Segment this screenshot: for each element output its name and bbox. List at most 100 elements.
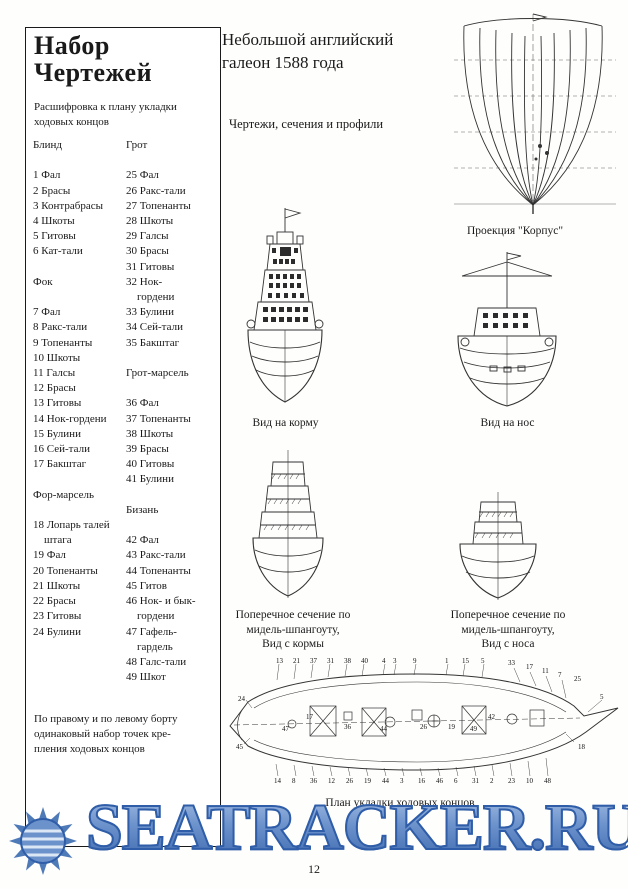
plan-callout-number: 25: [574, 675, 581, 683]
legend-line: 40 Гитовы: [126, 458, 175, 471]
plan-callout-number: 36: [344, 723, 351, 731]
plan-callout-number: 31: [472, 777, 479, 785]
plan-callout-number: 14: [274, 777, 281, 785]
plan-callout-number: 44: [382, 777, 389, 785]
legend-line: 47 Гафель-: [126, 625, 177, 638]
legend-line: 1 Фал: [33, 169, 61, 182]
legend-line: 36 Фал: [126, 397, 159, 410]
legend-line: 31 Гитовы: [126, 260, 175, 273]
hull-caption: Проекция "Корпус": [466, 225, 564, 237]
legend-line: 11 Галсы: [33, 367, 76, 380]
legend-line: 46 Нок- и бык-: [126, 595, 196, 608]
legend-line: 44 Топенанты: [126, 564, 191, 577]
watermark-text: SEATRACKER.RU: [85, 791, 628, 865]
legend-line: [33, 260, 125, 275]
plan-callout-number: 9: [413, 657, 417, 665]
plan-callout-number: 47: [282, 725, 289, 733]
plan-callout-number: 42: [488, 713, 495, 721]
plan-callout-number: 21: [293, 657, 300, 665]
plan-callout-number: 15: [462, 657, 469, 665]
legend-line: 3 Контрабрасы: [33, 199, 104, 212]
legend-line: 12 Брасы: [33, 382, 76, 395]
legend-line: гордени: [126, 291, 175, 304]
plan-callout-number: 10: [526, 777, 533, 785]
legend-line: 43 Ракс-тали: [126, 549, 186, 562]
plan-callout-number: 7: [558, 671, 562, 679]
section-subtitle: Чертежи, сечения и профили: [229, 117, 384, 131]
plan-callout-number: 44: [380, 725, 387, 733]
legend-line: 38 Шкоты: [126, 427, 174, 440]
legend-line: 26 Ракс-тали: [126, 184, 186, 197]
plan-callout-number: 4: [382, 657, 386, 665]
plan-callout-number: 16: [418, 777, 425, 785]
plan-callout-number: 19: [364, 777, 371, 785]
stern-caption: Вид на корму: [252, 417, 319, 429]
legend-line: 32 Нок-: [126, 275, 163, 288]
plan-callout-number: 48: [544, 777, 551, 785]
plan-callout-number: 11: [542, 667, 549, 675]
legend-line: 25 Фал: [126, 169, 159, 182]
legend-line: 22 Брасы: [33, 595, 76, 608]
plan-callout-number: 26: [420, 723, 427, 731]
page-title-line: Небольшой английский: [222, 30, 394, 49]
legend-line: Грот: [126, 139, 148, 151]
legend-subtitle: Расшифровка к плану укладки ходовых концо…: [34, 100, 177, 130]
legend-line: 48 Галс-тали: [126, 655, 187, 668]
legend-line: Блинд: [33, 139, 63, 151]
page-title: Небольшой английский галеон 1588 года: [222, 28, 393, 74]
plan-callout-number: 17: [526, 663, 533, 671]
legend-line: 41 Булини: [126, 473, 174, 486]
legend-line: гордени: [126, 610, 175, 623]
legend-footer-line: пления ходовых концов: [34, 743, 145, 755]
stern-view-drawing: [238, 206, 333, 411]
legend-line: 23 Гитовы: [33, 610, 82, 623]
legend-line: 20 Топенанты: [33, 564, 98, 577]
legend-line: [126, 488, 218, 503]
legend-line: 5 Гитовы: [33, 230, 76, 243]
legend-line: 21 Шкоты: [33, 579, 81, 592]
legend-line: 17 Бакштаг: [33, 458, 87, 471]
legend-line: [126, 153, 218, 168]
legend-line: [33, 472, 125, 487]
legend-line: 28 Шкоты: [126, 215, 174, 228]
plan-callout-number: 38: [344, 657, 351, 665]
legend-subtitle-line: Расшифровка к плану укладки: [34, 101, 177, 113]
plan-callout-number: 5: [481, 657, 485, 665]
bow-view-drawing: [450, 250, 565, 415]
legend-line: 34 Сей-тали: [126, 321, 183, 334]
legend-line: 49 Шкот: [126, 671, 166, 684]
legend-line: 42 Фал: [126, 534, 159, 547]
legend-line: 27 Топенанты: [126, 199, 191, 212]
legend-footer-line: одинаковый набор точек кре-: [34, 728, 171, 740]
legend-column-right: Грот 25 Фал 26 Ракс-тали 27 Топенанты 28 Шк…: [126, 138, 218, 685]
plan-callout-number: 24: [238, 695, 245, 703]
caption-line: Поперечное сечение по: [450, 609, 566, 621]
legend-line: 8 Ракс-тали: [33, 321, 88, 334]
legend-line: Грот-марсель: [126, 367, 189, 380]
midship-section-stern-drawing: [243, 448, 333, 606]
legend-subtitle-line: ходовых концов: [34, 116, 109, 128]
caption-line: мидель-шпангоуту,: [461, 623, 555, 636]
plan-callout-number: 12: [328, 777, 335, 785]
plan-callout-number: 17: [306, 713, 313, 721]
legend-line: 7 Фал: [33, 306, 61, 319]
legend-line: 45 Гитов: [126, 579, 167, 592]
plan-callout-number: 45: [236, 743, 243, 751]
legend-title-line: Набор: [34, 31, 110, 60]
plan-callout-number: 46: [436, 777, 443, 785]
plan-callout-number: 31: [327, 657, 334, 665]
legend-line: гардель: [126, 640, 173, 653]
legend-line: 19 Фал: [33, 549, 66, 562]
legend-line: 33 Булини: [126, 306, 174, 319]
hull-body-plan-drawing: [440, 8, 625, 218]
legend-line: Фор-марсель: [33, 488, 95, 501]
page-title-line: галеон 1588 года: [222, 53, 344, 72]
plan-callout-number: 26: [346, 777, 353, 785]
legend-line: 10 Шкоты: [33, 351, 81, 364]
legend-line: 16 Сей-тали: [33, 443, 90, 456]
plan-callout-number: 6: [454, 777, 458, 785]
plan-callout-number: 18: [578, 743, 585, 751]
plan-callout-number: 23: [508, 777, 515, 785]
